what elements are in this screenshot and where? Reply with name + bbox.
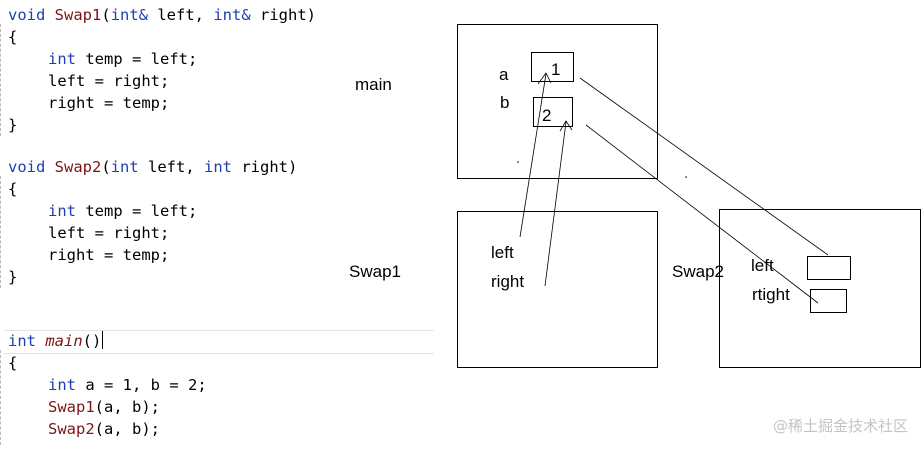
arrow-left-to-a	[519, 73, 547, 238]
code-line-statement: left = right;	[48, 224, 170, 242]
arrowhead-icon	[537, 72, 552, 85]
main-stack-frame	[457, 24, 658, 179]
current-line-highlight	[4, 330, 434, 354]
code-line-statement: int temp = left;	[48, 202, 198, 220]
code-line-brace: {	[8, 180, 18, 198]
code-line-statement: Swap2(a, b);	[48, 420, 160, 438]
var-a-value: 1	[551, 60, 561, 79]
code-line-brace: }	[8, 268, 18, 286]
code-line-main-signature: int main()	[8, 331, 104, 350]
code-line-statement: Swap1(a, b);	[48, 398, 160, 416]
watermark: @稀土掘金技术社区	[772, 417, 908, 435]
var-b-label: b	[500, 93, 510, 112]
swap1-param-left: left	[491, 243, 514, 262]
var-b-value: 2	[542, 106, 552, 125]
swap2-left-cell	[807, 256, 851, 280]
fold-guide	[0, 24, 3, 136]
stray-dot	[517, 161, 519, 163]
swap1-frame-caption: Swap1	[349, 262, 401, 281]
main-frame-caption: main	[355, 75, 392, 94]
code-line-swap2-signature: void Swap2(int left, int right)	[8, 158, 298, 176]
var-b-cell	[533, 97, 573, 127]
swap2-right-cell	[810, 289, 847, 313]
code-line-statement: right = temp;	[48, 94, 170, 112]
code-line-statement: int temp = left;	[48, 50, 198, 68]
swap2-frame-caption: Swap2	[672, 262, 724, 281]
code-line-brace: {	[8, 28, 18, 46]
code-line-brace: {	[8, 354, 18, 372]
swap1-stack-frame	[457, 211, 658, 368]
swap2-param-left: left	[751, 256, 774, 275]
code-line-statement: int a = 1, b = 2;	[48, 376, 207, 394]
var-a-cell	[531, 52, 574, 82]
fold-guide	[0, 350, 3, 445]
arrow-right-to-b	[544, 121, 567, 287]
stray-dot	[685, 176, 687, 178]
code-line-statement: right = temp;	[48, 246, 170, 264]
code-editor[interactable]: void Swap1(int& left, int& right) { int …	[0, 0, 440, 450]
copy-line-b-to-right	[585, 124, 819, 304]
code-line-brace: }	[8, 116, 18, 134]
fold-guide	[0, 176, 3, 288]
code-line-statement: left = right;	[48, 72, 170, 90]
text-caret	[102, 331, 104, 349]
copy-line-a-to-left	[579, 77, 829, 256]
var-a-label: a	[499, 65, 509, 84]
swap2-stack-frame	[719, 209, 921, 368]
code-line-swap1-signature: void Swap1(int& left, int& right)	[8, 6, 316, 24]
swap1-param-right: right	[491, 272, 525, 291]
arrowhead-icon	[559, 120, 573, 132]
swap2-param-right: rtight	[752, 285, 790, 304]
